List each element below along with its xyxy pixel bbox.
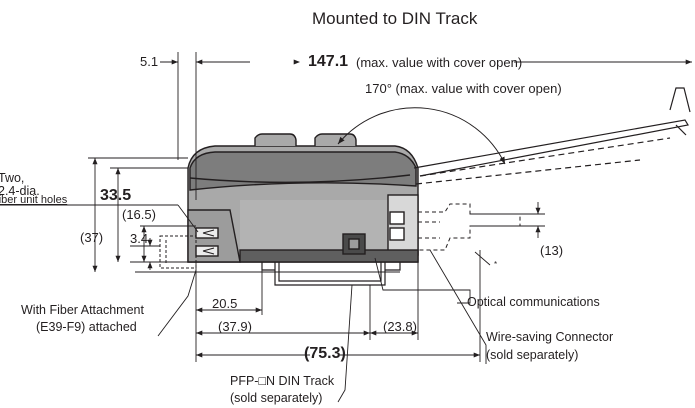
dim-20-5: 20.5 [212,296,238,311]
dimension-lines [88,52,692,362]
dim-37-9: (37.9) [218,319,252,334]
dim-37: (37) [80,230,104,245]
leader-lines [0,204,491,403]
fiber-attachment-label-line1: With Fiber Attachment [21,303,144,317]
din-track-label-line1: PFP-□N DIN Track [230,374,335,388]
dim-3-4: 3.4 [130,231,149,246]
din-track-label-line2: (sold separately) [230,391,323,405]
dim-16-5: (16.5) [122,207,156,222]
angle-arc [337,107,506,165]
dim-23-8: (23.8) [383,319,417,334]
holes-label-line1: Two, [0,171,25,185]
dim-angle: 170° (max. value with cover open) [365,81,562,96]
holes-label-line2: 2.4-dia. [0,184,40,198]
dim-33-5: 33.5 [100,187,132,204]
wire-saving-label-line2: (sold separately) [486,348,579,362]
wire-saving-connector-outline [418,203,521,251]
dim-5-1: 5.1 [140,54,159,69]
open-cover-outline [413,87,691,185]
holes-label-line3: Fiber unit holes [0,194,68,206]
asterisk-mark: * [494,260,498,269]
dim-13: (13) [540,243,564,258]
dim-147-1-note: (max. value with cover open) [356,55,523,70]
wire-saving-label-line1: Wire-saving Connector [486,330,614,344]
din-track-rail [261,262,401,286]
dim-147-1: 147.1 [308,53,349,70]
diagram-title: Mounted to DIN Track [312,9,478,28]
fiber-attachment-label-line2: (E39-F9) attached [36,320,137,334]
amplifier-body [187,133,419,263]
dim-75-3: (75.3) [304,345,346,362]
optical-communications-label: Optical communications [467,295,600,309]
